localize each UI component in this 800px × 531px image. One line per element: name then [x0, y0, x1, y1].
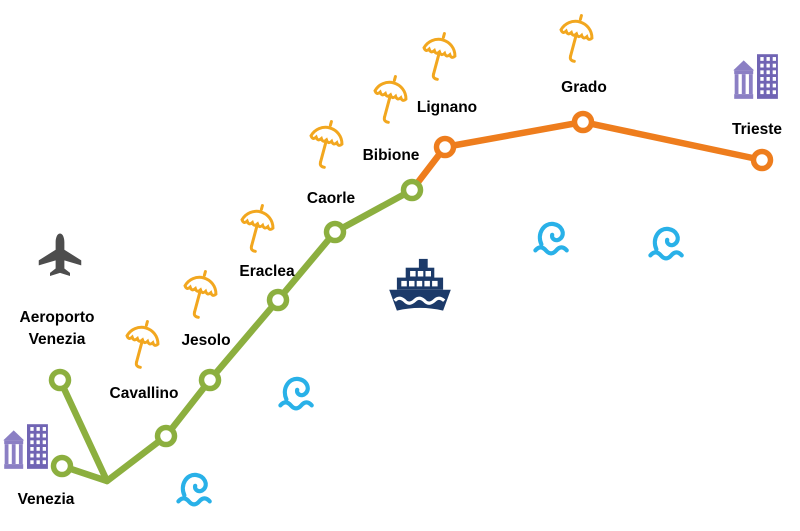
- station-eraclea[interactable]: [266, 288, 290, 312]
- buildings-icon: [733, 54, 778, 99]
- station-cavallino[interactable]: [154, 424, 178, 448]
- station-label-caorle: Caorle: [307, 190, 356, 207]
- station-caorle[interactable]: [323, 220, 347, 244]
- station-label-venezia: Venezia: [18, 491, 75, 508]
- station-grado[interactable]: [571, 110, 595, 134]
- umbrella-icon: [422, 32, 457, 81]
- station-label-bibione: Bibione: [363, 147, 420, 164]
- station-label-cavallino: Cavallino: [110, 385, 179, 402]
- umbrella-icon: [240, 204, 275, 253]
- wave-icon: [648, 226, 684, 261]
- station-label-jesolo: Jesolo: [181, 332, 230, 349]
- wave-icon: [533, 221, 569, 256]
- station-label-grado: Grado: [561, 79, 607, 96]
- route-segment-coastal-green: [103, 186, 416, 485]
- wave-icon: [176, 472, 212, 507]
- station-aeroporto-venezia[interactable]: [48, 368, 72, 392]
- umbrella-icon: [183, 270, 218, 319]
- station-label-lignano: Lignano: [417, 99, 477, 116]
- plane-icon: [38, 233, 82, 276]
- route-segment-coastal-orange: [408, 118, 766, 194]
- wave-icon: [278, 376, 314, 411]
- station-label-trieste: Trieste: [732, 121, 782, 138]
- station-lignano[interactable]: [433, 135, 457, 159]
- umbrella-icon: [309, 120, 344, 169]
- station-venezia[interactable]: [50, 454, 74, 478]
- buildings-icon: [3, 424, 48, 469]
- umbrella-icon: [559, 14, 594, 63]
- station-label-eraclea: Eraclea: [239, 263, 295, 280]
- station-trieste[interactable]: [750, 148, 774, 172]
- umbrella-icon: [373, 75, 408, 124]
- station-jesolo[interactable]: [198, 368, 222, 392]
- station-bibione[interactable]: [400, 178, 424, 202]
- ship-icon: [389, 258, 451, 311]
- umbrella-icon: [125, 320, 160, 369]
